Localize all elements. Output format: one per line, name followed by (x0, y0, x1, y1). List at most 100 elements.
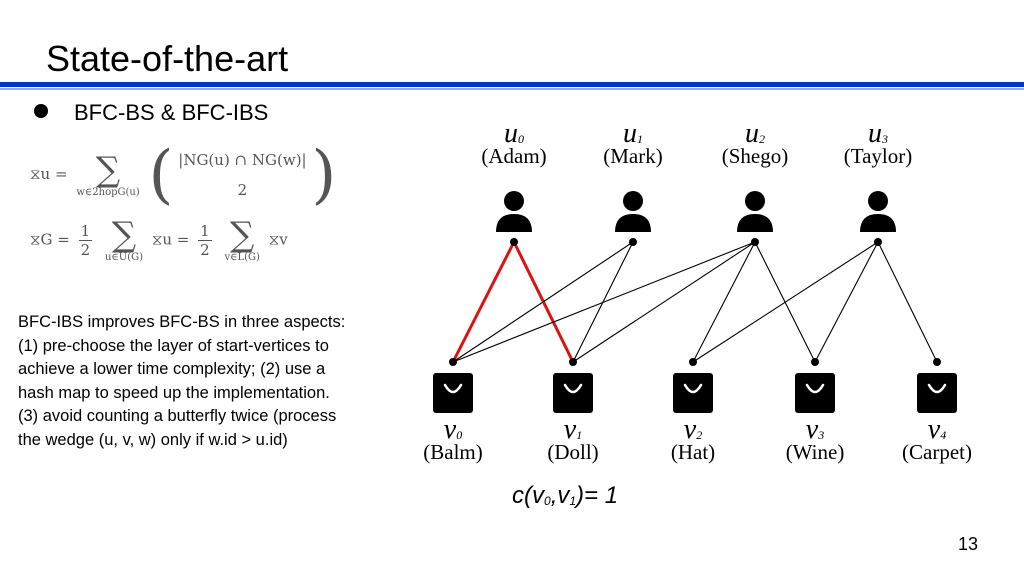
right-paren: ) (311, 138, 337, 212)
user-icon (496, 191, 532, 232)
sum-symbol: ∑ (230, 215, 255, 255)
lower-vertex-dot (449, 358, 457, 366)
vertex-symbol: v4 (927, 414, 947, 445)
user-icon (737, 191, 773, 232)
lower-vertex-label: v0(Balm) (403, 414, 503, 465)
vertex-name: (Adam) (481, 144, 547, 168)
formula-butterfly-graph: ⧖G = 1 2 ∑ u∈U(G) ⧖u = 1 2 ∑ v∈L(G) ⧖v (30, 218, 288, 263)
binom-bottom: 2 (237, 181, 248, 199)
shopping-bag-icon (673, 373, 713, 413)
lower-vertex-dot (811, 358, 819, 366)
description-line: the wedge (u, v, w) only if w.id > u.id) (18, 430, 288, 449)
bullet-heading: BFC-BS & BFC-IBS (74, 100, 269, 125)
edge (572, 241, 756, 363)
formula2-sum2-sub: v∈L(G) (224, 252, 260, 263)
vertex-name: (Wine) (785, 440, 845, 464)
count-sub1: 1 (569, 494, 577, 508)
description-line: achieve a lower time complexity; (2) use… (18, 360, 326, 379)
formula1-sum-sub: w∈2hopG(u) (76, 186, 140, 198)
lower-vertex-dot (569, 358, 577, 366)
edge (692, 241, 879, 363)
vertex-name: (Shego) (721, 144, 789, 168)
vertex-symbol: u2 (745, 118, 765, 149)
count-suffix: )= 1 (576, 482, 619, 509)
count-prefix: c(v (512, 482, 544, 509)
upper-vertex-dot (874, 238, 882, 246)
lower-vertex-label: v3(Wine) (765, 414, 865, 465)
user-icon (860, 191, 896, 232)
formula1-sum: ∑ w∈2hopG(u) (76, 153, 139, 198)
vertex-name: (Carpet) (902, 440, 972, 464)
edge (452, 241, 756, 363)
edge-highlighted (451, 241, 516, 363)
shopping-bag-icon (553, 373, 593, 413)
vertex-name: (Mark) (603, 144, 663, 168)
formula2-term1: ⧖u = (151, 230, 190, 249)
edge (692, 241, 756, 363)
upper-vertex-label: u0(Adam) (464, 118, 564, 169)
description-line: (3) avoid counting a butterfly twice (pr… (18, 407, 337, 426)
frac-num: 1 (198, 222, 212, 241)
formula2-sum-1: ∑ u∈U(G) (105, 218, 143, 263)
upper-vertex-dot (751, 238, 759, 246)
shopping-bag-icon (917, 373, 957, 413)
lower-vertex-dot (933, 358, 941, 366)
vertex-symbol: u0 (504, 118, 524, 149)
edges-layer (451, 241, 938, 363)
slide-title: State-of-the-art (46, 38, 289, 79)
title-underline (0, 82, 1024, 87)
formula2-frac-1: 1 2 (78, 222, 93, 259)
upper-vertex-label: u3(Taylor) (828, 118, 928, 169)
description-line: BFC-IBS improves BFC-BS in three aspects… (18, 313, 346, 331)
bullet-dot-icon (34, 104, 48, 118)
vertex-name: (Taylor) (843, 144, 913, 168)
upper-vertex-label: u2(Shego) (705, 118, 805, 169)
user-icon (615, 191, 651, 232)
formula2-lhs: ⧖G = (30, 230, 70, 249)
vertex-symbol: u3 (868, 118, 888, 149)
sum-symbol: ∑ (111, 215, 137, 255)
shopping-bag-icon (433, 373, 473, 413)
vertex-symbol: v3 (805, 414, 825, 445)
left-paren: ( (148, 138, 174, 212)
lower-vertex-dot (689, 358, 697, 366)
frac-den: 2 (200, 241, 210, 259)
butterfly-count-formula: c(v0,v1)= 1 (512, 482, 618, 510)
binom-top: |NG(u) ∩ NG(w)| (178, 151, 307, 169)
lower-vertex-label: v2(Hat) (643, 414, 743, 465)
count-sub0: 0 (544, 494, 551, 508)
icons-layer (433, 191, 957, 413)
edge (452, 241, 634, 363)
vertex-name: (Doll) (547, 440, 599, 464)
title-underline-shadow (0, 88, 1024, 90)
description-text: BFC-IBS improves BFC-BS in three aspects… (18, 311, 418, 453)
formula2-sum1-sub: u∈U(G) (104, 252, 144, 263)
lower-vertex-label: v1(Doll) (523, 414, 623, 465)
description-line: (1) pre-choose the layer of start-vertic… (18, 336, 329, 355)
vertex-symbol: u1 (623, 118, 643, 149)
formula1-lhs: ⧖u = (30, 165, 68, 183)
vertex-symbol: v0 (443, 414, 463, 445)
vertex-name: (Balm) (423, 440, 483, 464)
lower-vertex-label: v4(Carpet) (887, 414, 987, 465)
edge (814, 241, 879, 363)
page-number: 13 (958, 534, 979, 554)
formula2-frac-2: 1 2 (198, 222, 212, 259)
upper-vertex-dot (629, 238, 637, 246)
formula2-term2: ⧖v (268, 230, 288, 249)
shopping-bag-icon (795, 373, 835, 413)
edge (877, 241, 938, 363)
vertex-symbol: v2 (683, 414, 703, 445)
frac-num: 1 (78, 222, 93, 241)
vertex-symbol: v1 (563, 414, 583, 445)
upper-vertex-dot (510, 238, 518, 246)
upper-vertex-label: u1(Mark) (583, 118, 683, 169)
formula1-binom: |NG(u) ∩ NG(w)| 2 (178, 145, 306, 205)
vertex-name: (Hat) (670, 440, 716, 464)
frac-den: 2 (80, 241, 91, 259)
description-line: hash map to speed up the implementation. (18, 383, 330, 402)
sum-symbol: ∑ (95, 149, 121, 190)
formula-butterfly-vertex: ⧖u = ∑ w∈2hopG(u) ( |NG(u) ∩ NG(w)| 2 ) (30, 143, 336, 207)
formula2-sum-2: ∑ v∈L(G) (224, 218, 259, 263)
